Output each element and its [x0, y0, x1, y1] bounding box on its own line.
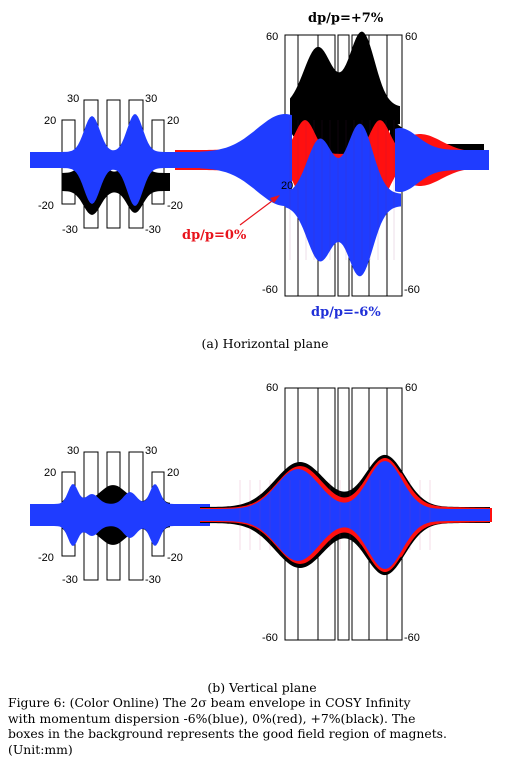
tick-label: 60: [405, 31, 417, 43]
tick-label: 30: [67, 93, 79, 105]
beam-envelope-figure: 30 30 20 20 -20 -20 -30 -30 60 60 -60 -6…: [30, 11, 492, 695]
tick-label: -20: [38, 200, 54, 212]
envelope-blue-tail: [395, 128, 489, 192]
envelope-blue-left-b: [30, 484, 210, 546]
tick-label: -60: [404, 632, 420, 644]
tick-label: 20: [167, 115, 179, 127]
tick-label: 60: [266, 31, 278, 43]
tick-label: -30: [62, 224, 78, 236]
tick-label: 30: [145, 93, 157, 105]
tick-label: 20: [44, 115, 56, 127]
caption-line: with momentum dispersion -6%(blue), 0%(r…: [8, 710, 416, 726]
tick-label: -30: [145, 224, 161, 236]
tick-label: -60: [404, 284, 420, 296]
caption-line: boxes in the background represents the g…: [8, 726, 447, 742]
annotation-plus7: dp/p=+7%: [308, 11, 384, 26]
envelope-blue-left: [30, 114, 204, 206]
tick-label: 30: [145, 445, 157, 457]
tick-label: 20: [281, 180, 293, 192]
envelope-blue-right-b: [200, 461, 490, 569]
tick-label: 30: [67, 445, 79, 457]
annotation-zero: dp/p=0%: [182, 228, 247, 243]
tick-label: -30: [62, 574, 78, 586]
tick-label: -20: [167, 200, 183, 212]
panel-b-label: (b) Vertical plane: [207, 680, 316, 695]
tick-label: 60: [405, 382, 417, 394]
vertical-plane-panel: 30 30 20 20 -20 -20 -30 -30 60 60 -60 -6…: [30, 382, 492, 644]
envelope-blue-mid: [200, 114, 292, 206]
tick-label: 20: [44, 467, 56, 479]
tick-label: 20: [167, 467, 179, 479]
arrow-to-zero: [239, 195, 280, 226]
tick-label: -30: [145, 574, 161, 586]
tick-label: -20: [38, 552, 54, 564]
horizontal-plane-panel: 30 30 20 20 -20 -20 -30 -30 60 60 -60 -6…: [30, 11, 489, 320]
panel-a-label: (a) Horizontal plane: [201, 336, 328, 351]
caption-line: (Unit:mm): [8, 741, 73, 757]
beam-envelopes-horizontal: [30, 31, 489, 277]
envelope-blue-right: [285, 123, 401, 277]
tick-label: 60: [266, 382, 278, 394]
tick-label: -20: [167, 552, 183, 564]
beam-envelopes-vertical: [30, 454, 492, 576]
figure-caption: Figure 6: (Color Online) The 2σ beam env…: [8, 695, 516, 757]
caption-line: Figure 6: (Color Online) The 2σ beam env…: [8, 695, 411, 710]
annotation-minus6: dp/p=-6%: [311, 305, 381, 320]
tick-label: -60: [262, 284, 278, 296]
tick-label: -60: [262, 632, 278, 644]
